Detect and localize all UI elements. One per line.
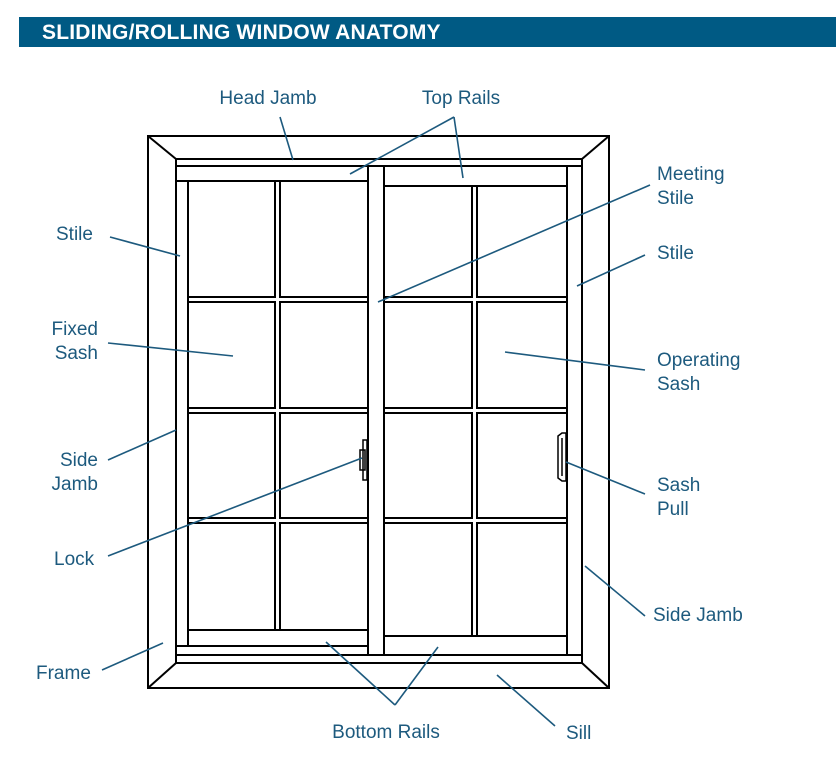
label-side-jamb-left: Side	[60, 450, 98, 471]
label-fixed-sash-2: Sash	[55, 343, 98, 364]
label-stile-left: Stile	[56, 224, 93, 245]
frame-outer	[147, 135, 610, 689]
operating-bottom-rail	[383, 635, 568, 656]
window-drawing	[147, 135, 610, 689]
label-bottom-rails: Bottom Rails	[332, 722, 440, 743]
label-side-jamb-left-2: Jamb	[52, 474, 98, 495]
label-meeting-stile-2: Stile	[657, 188, 694, 209]
label-head-jamb: Head Jamb	[219, 88, 316, 109]
label-frame: Frame	[36, 663, 91, 684]
label-sash-pull-2: Pull	[657, 499, 689, 520]
label-top-rails: Top Rails	[422, 88, 500, 109]
operating-sash-outline	[367, 165, 583, 656]
label-stile-right: Stile	[657, 243, 694, 264]
leader-lines	[101, 116, 651, 727]
page-title: SLIDING/ROLLING WINDOW ANATOMY	[42, 21, 441, 44]
lock-hardware	[359, 439, 368, 481]
frame-inner	[175, 158, 583, 664]
sash-pull-hardware	[557, 432, 567, 482]
label-meeting-stile: Meeting	[657, 164, 725, 185]
fixed-sash-outline	[175, 165, 369, 656]
label-operating-sash: Operating	[657, 350, 740, 371]
fixed-bottom-rail	[187, 629, 369, 647]
label-side-jamb-right: Side Jamb	[653, 605, 743, 626]
title-banner: SLIDING/ROLLING WINDOW ANATOMY	[19, 17, 836, 47]
labels: Head Jamb Top Rails Meeting Stile Stile …	[36, 88, 743, 744]
label-lock: Lock	[54, 549, 95, 570]
label-operating-sash-2: Sash	[657, 374, 700, 395]
label-sill: Sill	[566, 723, 591, 744]
meeting-stile-bar	[367, 165, 385, 656]
label-fixed-sash: Fixed	[52, 319, 98, 340]
label-sash-pull: Sash	[657, 475, 700, 496]
